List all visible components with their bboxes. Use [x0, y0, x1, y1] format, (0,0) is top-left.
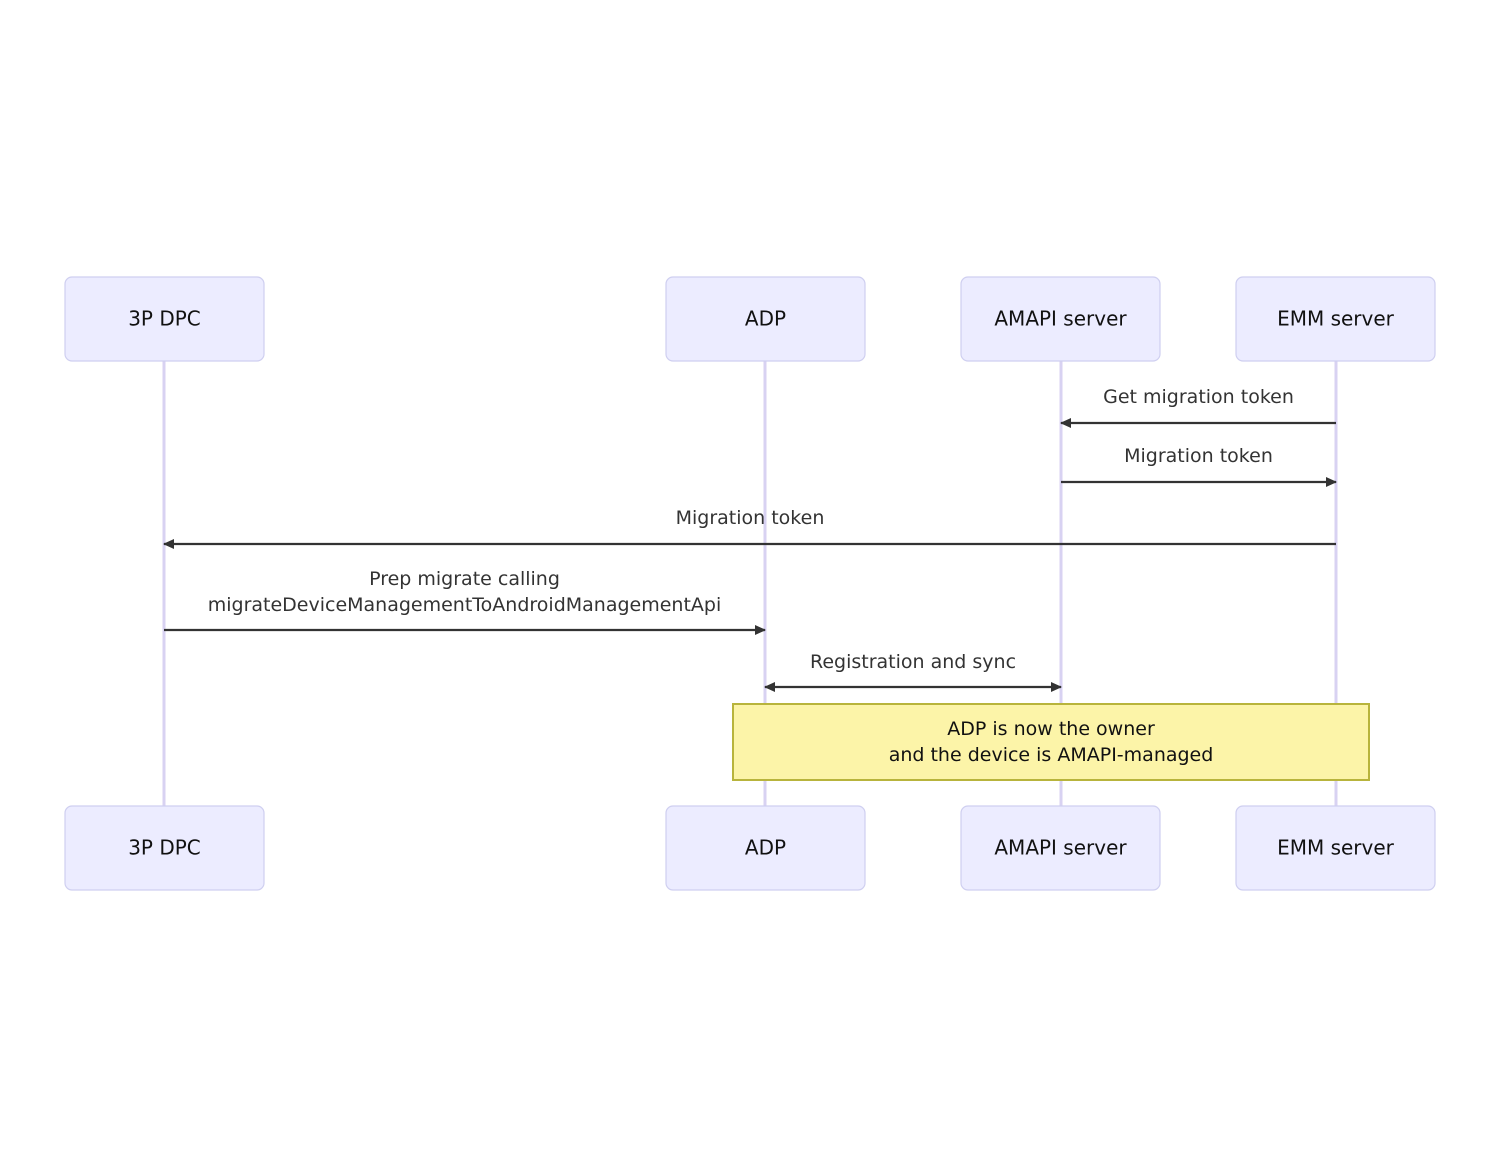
message-label: Migration token: [676, 507, 825, 529]
participant-emm-top[interactable]: EMM server: [1235, 276, 1436, 362]
participant-label: 3P DPC: [128, 307, 201, 331]
participant-label: EMM server: [1277, 307, 1395, 331]
message-m4: Prep migrate calling migrateDeviceManagem…: [164, 568, 766, 635]
participant-box: [64, 276, 265, 362]
notes-layer: ADP is now the owner and the device is AM…: [732, 703, 1370, 781]
message-m2: Migration token: [1061, 445, 1337, 487]
participant-box: [1235, 276, 1436, 362]
message-label: Get migration token: [1103, 386, 1294, 408]
participant-box: [665, 805, 866, 891]
participant-box: [960, 276, 1161, 362]
message-m5: Registration and sync: [764, 651, 1062, 692]
participant-box: [1235, 805, 1436, 891]
message-label: Migration token: [1124, 445, 1273, 467]
participant-emm-bottom[interactable]: EMM server: [1235, 805, 1436, 891]
participant-adp-top[interactable]: ADP: [665, 276, 866, 362]
message-label: Prep migrate calling: [369, 568, 560, 590]
message-label: Registration and sync: [810, 651, 1016, 673]
message-label: migrateDeviceManagementToAndroidManageme…: [208, 594, 722, 616]
participant-label: AMAPI server: [994, 307, 1127, 331]
participant-box: [960, 805, 1161, 891]
participant-adp-bottom[interactable]: ADP: [665, 805, 866, 891]
participant-label: 3P DPC: [128, 836, 201, 860]
participant-box: [665, 276, 866, 362]
participant-dpc-top[interactable]: 3P DPC: [64, 276, 265, 362]
message-m3: Migration token: [163, 507, 1336, 549]
message-m1: Get migration token: [1060, 386, 1336, 428]
participant-dpc-bottom[interactable]: 3P DPC: [64, 805, 265, 891]
participant-label: ADP: [745, 307, 786, 331]
participant-label: AMAPI server: [994, 836, 1127, 860]
note-label: and the device is AMAPI-managed: [889, 744, 1214, 766]
participant-label: ADP: [745, 836, 786, 860]
note-box: [732, 703, 1370, 781]
participant-amapi-bottom[interactable]: AMAPI server: [960, 805, 1161, 891]
note-n1: ADP is now the owner and the device is AM…: [732, 703, 1370, 781]
participant-box: [64, 805, 265, 891]
participant-amapi-top[interactable]: AMAPI server: [960, 276, 1161, 362]
note-label: ADP is now the owner: [947, 718, 1155, 740]
participant-label: EMM server: [1277, 836, 1395, 860]
